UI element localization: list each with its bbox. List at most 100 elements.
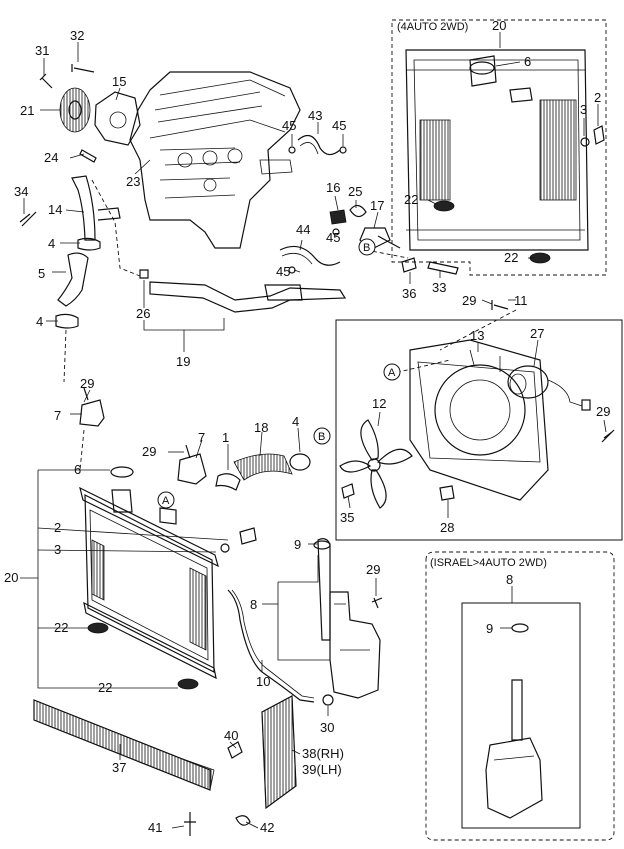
pipe-19 (149, 281, 347, 313)
fan-blade-12 (339, 419, 413, 509)
hose-44 (279, 245, 341, 266)
callout-1: 1 (222, 430, 229, 445)
callout-6-b: 6 (74, 462, 81, 477)
callout-29-a: 29 (462, 293, 476, 308)
radiator-main (79, 466, 219, 680)
bolt-34 (19, 211, 37, 227)
callout-19: 19 (176, 354, 190, 369)
callout-20-b: 20 (4, 570, 18, 585)
water-pump (94, 91, 141, 146)
box-israel (425, 551, 615, 841)
gasket-24 (79, 149, 97, 163)
callout-3-b: 3 (54, 542, 61, 557)
callout-labels: 31 32 15 21 24 23 34 14 4 5 4 26 19 45 4… (4, 18, 610, 835)
callout-7-a: 7 (54, 408, 61, 423)
callout-16: 16 (326, 180, 340, 195)
callout-15: 15 (112, 74, 126, 89)
bolt-32 (71, 64, 95, 73)
box-title-4auto-2wd: (4AUTO 2WD) (397, 21, 468, 33)
callout-2-b: 2 (54, 520, 61, 535)
ref-marker-b-thermostat: B (363, 242, 370, 254)
callout-45-a: 45 (282, 118, 296, 133)
callout-27: 27 (530, 326, 544, 341)
callout-8-b: 8 (506, 572, 513, 587)
clamp-4-lower (55, 313, 79, 329)
box-israel-inner (461, 602, 581, 829)
callout-20-a: 20 (492, 18, 506, 33)
hose-18 (233, 453, 293, 481)
callout-14: 14 (48, 202, 62, 217)
deflector-38-39 (261, 695, 297, 809)
gasket-16 (329, 209, 347, 225)
callout-4-a: 4 (48, 236, 55, 251)
clamp-4-upper (77, 237, 101, 251)
callout-5: 5 (38, 266, 45, 281)
clip-42 (235, 815, 251, 826)
bolt-31 (39, 73, 53, 89)
callout-39-lh: 39(LH) (302, 762, 342, 777)
box-4auto-2wd (391, 19, 607, 276)
callout-45-d: 45 (276, 264, 290, 279)
callout-9-a: 9 (294, 537, 301, 552)
callout-22-a: 22 (404, 192, 418, 207)
callout-29-c: 29 (80, 376, 94, 391)
mount-22-main-b (177, 678, 199, 690)
reservoir-8-main (317, 538, 381, 699)
box-fan-shroud (335, 319, 623, 541)
callout-35: 35 (340, 510, 354, 525)
callout-29-d: 29 (142, 444, 156, 459)
clip-26 (139, 269, 149, 279)
radiator-upper (405, 49, 589, 251)
overflow-hose-10 (227, 589, 315, 703)
callout-28: 28 (440, 520, 454, 535)
ref-markers: B B A A (157, 238, 401, 509)
bolt-40 (227, 741, 243, 759)
hose-5 (57, 252, 89, 307)
thermostat-25 (349, 204, 367, 218)
callout-26: 26 (136, 306, 150, 321)
ref-marker-a-radiator: A (162, 495, 170, 507)
plug-3-main (220, 543, 230, 553)
cover-37 (33, 699, 215, 791)
callout-22-c: 22 (54, 620, 68, 635)
callout-38-rh: 38(RH) (302, 746, 344, 761)
callout-25: 25 (348, 184, 362, 199)
callout-41: 41 (148, 820, 162, 835)
callout-30: 30 (320, 720, 334, 735)
clamp-1 (215, 473, 241, 491)
nut-35 (341, 483, 355, 499)
callout-22-b: 22 (504, 250, 518, 265)
callout-44: 44 (296, 222, 310, 237)
callout-11: 11 (514, 293, 528, 308)
callout-10: 10 (256, 674, 270, 689)
callout-29-b: 29 (596, 404, 610, 419)
fan-motor-27 (507, 365, 591, 411)
bracket-7-left (79, 399, 105, 427)
callout-40: 40 (224, 728, 238, 743)
pump-pulley (59, 87, 91, 133)
callout-42: 42 (260, 820, 274, 835)
callout-29-e: 29 (366, 562, 380, 577)
box-title-israel: (ISRAEL>4AUTO 2WD) (430, 557, 547, 569)
callout-31: 31 (35, 43, 49, 58)
bracket-7-mid (177, 453, 207, 485)
plug-3-upper (580, 137, 590, 147)
clip-30 (322, 694, 334, 706)
callout-37: 37 (112, 760, 126, 775)
callout-22-d: 22 (98, 680, 112, 695)
bolt-29-top (491, 300, 509, 310)
callout-7-b: 7 (198, 430, 205, 445)
cap-6-main (110, 466, 134, 478)
ref-marker-b-hose: B (318, 431, 325, 443)
cap-6-upper (469, 61, 495, 75)
hose-14 (71, 175, 121, 241)
callout-4-c: 4 (292, 414, 299, 429)
callout-43: 43 (308, 108, 322, 123)
nut-36 (401, 257, 417, 273)
ref-marker-a-fan: A (388, 367, 396, 379)
engine-block (129, 71, 301, 249)
callout-17: 17 (370, 198, 384, 213)
callout-33: 33 (432, 280, 446, 295)
